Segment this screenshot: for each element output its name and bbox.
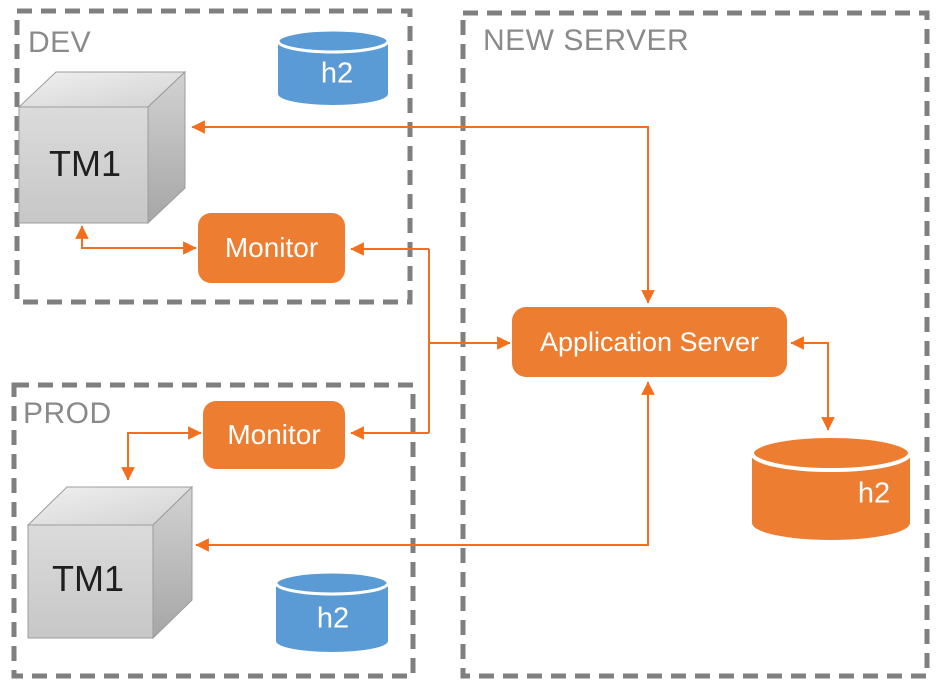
- dev-h2-label: h2: [320, 57, 354, 90]
- connector-appserver-devtm1: [191, 120, 655, 304]
- new-server-h2-database-icon: [750, 434, 912, 540]
- dev-monitor-label: Monitor: [224, 232, 319, 263]
- new-server-region-label: NEW SERVER: [483, 24, 690, 57]
- application-server-node: Application Server: [512, 307, 787, 377]
- prod-tm1-cube: [26, 485, 194, 640]
- new-server-h2-label: h2: [857, 477, 891, 510]
- dev-tm1-cube: [17, 70, 187, 225]
- dev-tm1-label: TM1: [49, 143, 121, 184]
- application-server-label: Application Server: [539, 326, 760, 357]
- dev-h2-database-icon: [276, 28, 390, 105]
- prod-region-label: PROD: [23, 397, 112, 430]
- prod-monitor-label: Monitor: [227, 419, 321, 450]
- connector-prodtm1-prodmonitor: [121, 426, 202, 481]
- connector-prodtm1-appserver: [195, 381, 655, 552]
- prod-h2-database-icon: [274, 570, 390, 652]
- prod-h2-label: h2: [316, 602, 350, 635]
- dev-monitor-node: Monitor: [198, 213, 345, 283]
- dev-region-label: DEV: [28, 26, 92, 59]
- prod-tm1-label: TM1: [52, 558, 124, 599]
- connector-devtm1-devmonitor: [75, 225, 197, 255]
- prod-monitor-node: Monitor: [203, 401, 345, 469]
- connector-appserver-h2db: [790, 336, 835, 431]
- new-server-region-frame: [460, 10, 930, 679]
